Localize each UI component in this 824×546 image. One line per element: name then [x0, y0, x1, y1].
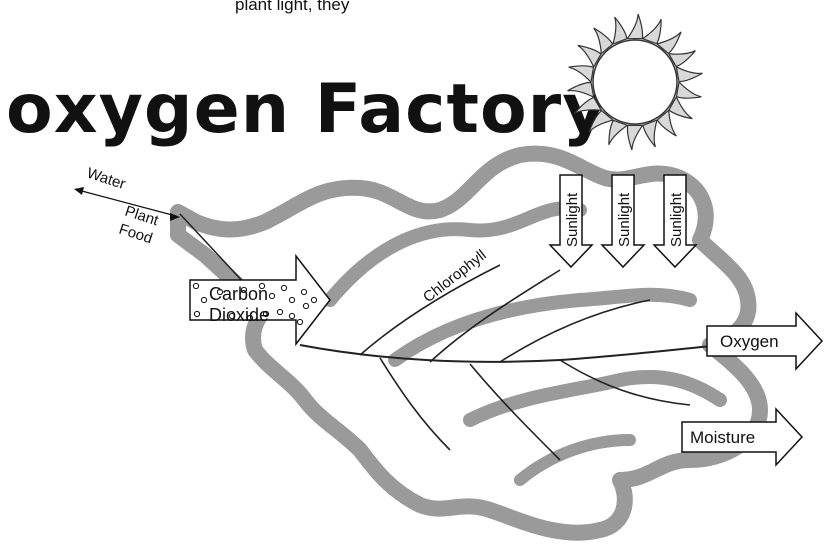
sunlight-label-3: Sunlight: [668, 192, 685, 247]
sun-ray: [613, 17, 627, 44]
sun-ray: [643, 19, 661, 43]
oxygen-label: Oxygen: [720, 332, 779, 351]
sun-disc: [593, 40, 677, 124]
water-label: Water: [85, 165, 128, 193]
diagram-title: oxygen Factory: [6, 70, 608, 149]
top-caption-fragment: plant light, they: [235, 0, 350, 14]
sun-ray: [627, 125, 642, 150]
sunlight-label-2: Sunlight: [616, 192, 633, 247]
sun-ray: [676, 82, 701, 98]
sun-ray: [609, 120, 627, 144]
carbon-dioxide-label-line2: Dioxide: [209, 305, 269, 325]
sun-ray: [676, 67, 702, 82]
moisture-label: Moisture: [690, 428, 755, 447]
sunlight-label-1: Sunlight: [564, 192, 581, 247]
sun-ray: [627, 14, 642, 39]
sun-ray: [643, 120, 657, 147]
carbon-dioxide-label-line1: Carbon: [209, 284, 268, 304]
